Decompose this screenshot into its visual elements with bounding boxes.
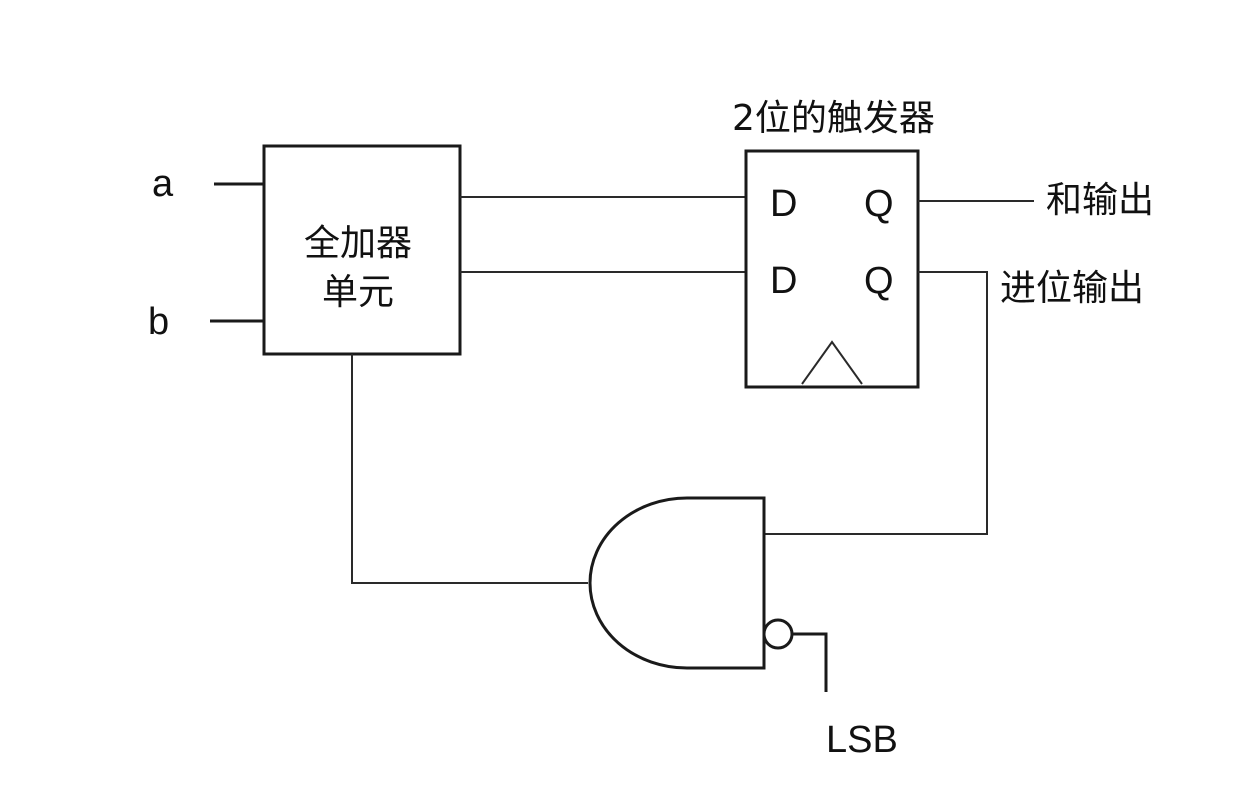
full-adder-box <box>262 144 462 356</box>
and-gate-icon <box>588 496 766 670</box>
carry-feedback-wire <box>764 271 988 535</box>
flip-flop-q-top: Q <box>864 183 894 225</box>
flip-flop-box <box>744 149 920 389</box>
clock-triangle-icon <box>801 340 863 385</box>
full-adder-label-line1: 全加器 <box>304 223 412 264</box>
flip-flop-d-bottom: D <box>770 260 797 302</box>
flip-flop-title: 2位的触发器 <box>732 98 935 139</box>
input-b-label: b <box>148 301 169 343</box>
carry-in-wire <box>351 354 588 584</box>
lsb-label: LSB <box>826 719 898 761</box>
flip-flop-d-top: D <box>770 183 797 225</box>
inversion-bubble-icon <box>762 618 794 650</box>
lsb-wire <box>792 632 828 692</box>
flip-flop-q-bottom: Q <box>864 260 894 302</box>
input-a-label: a <box>152 163 174 205</box>
carry-output-label: 进位输出 <box>1000 268 1144 309</box>
sum-output-label: 和输出 <box>1046 180 1154 221</box>
full-adder-label-line2: 单元 <box>322 272 394 313</box>
